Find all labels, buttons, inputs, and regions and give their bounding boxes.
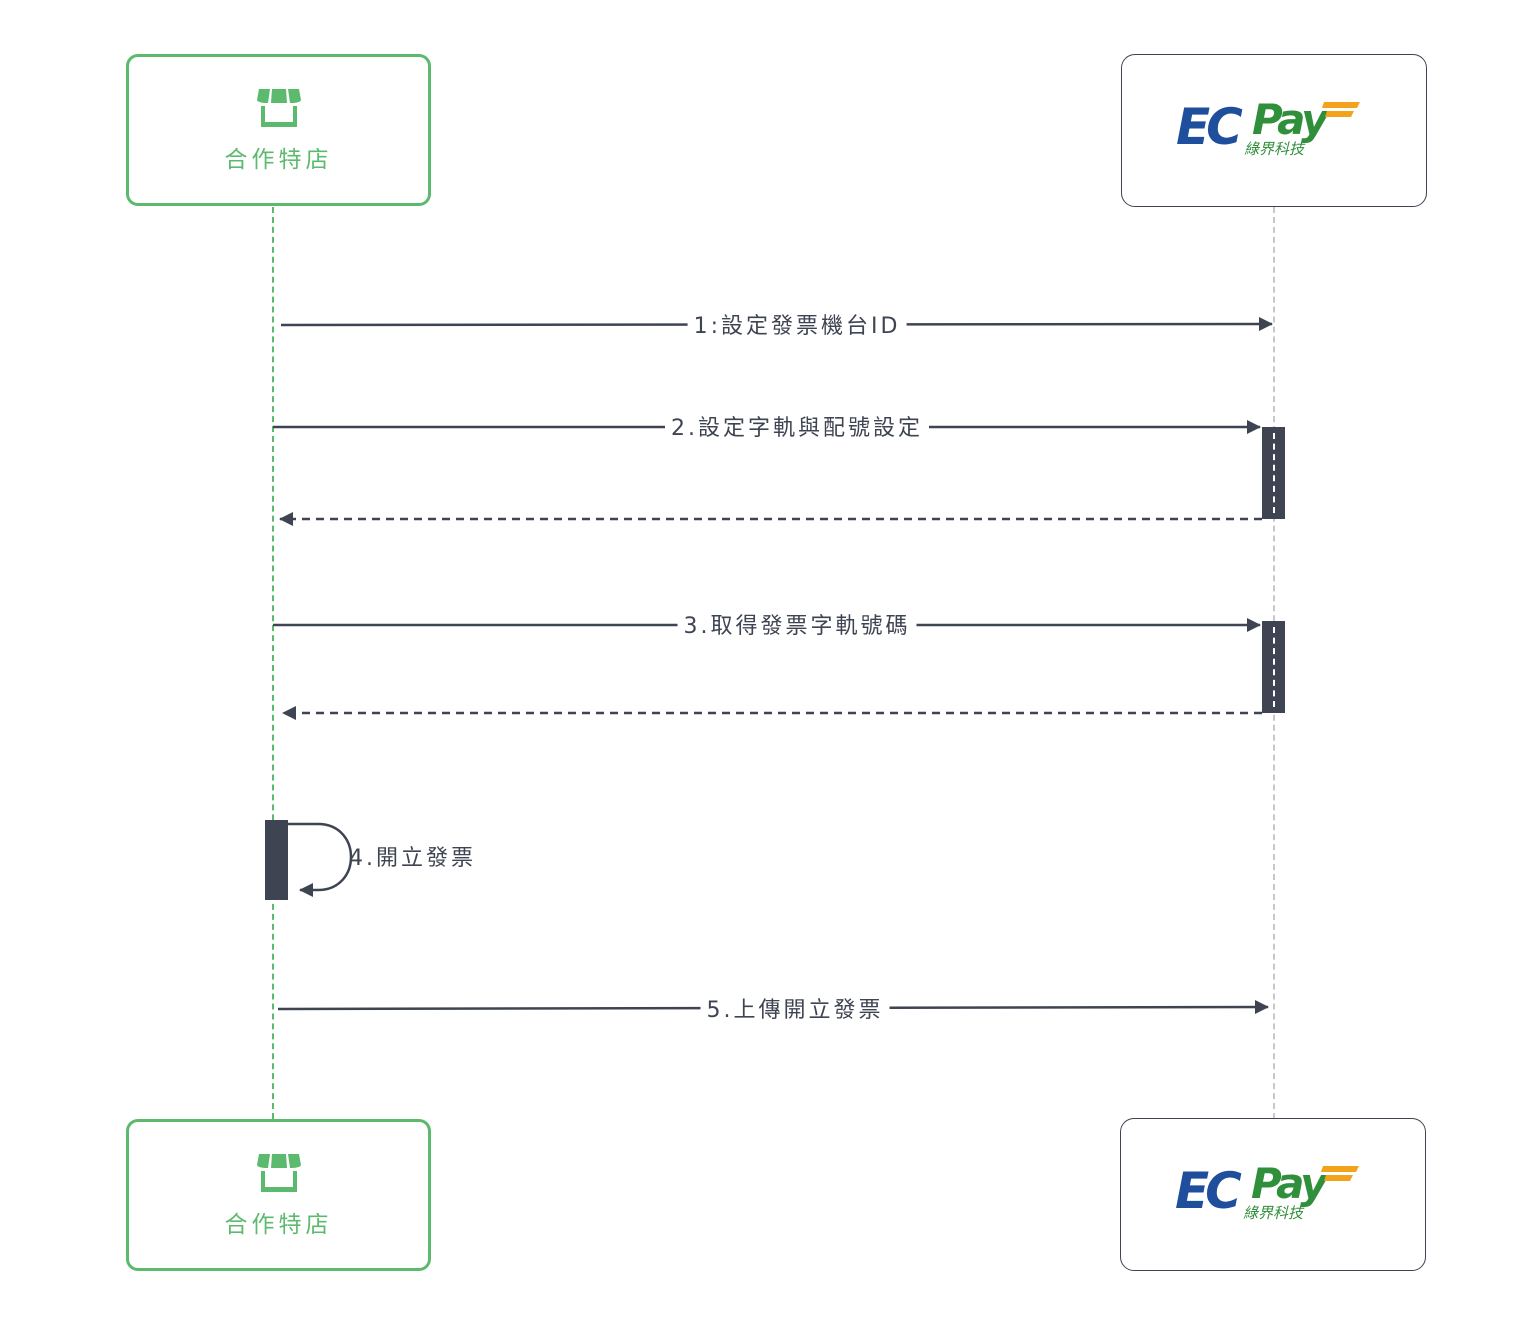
merchant-label: 合作特店 bbox=[224, 1212, 333, 1238]
shop-icon bbox=[256, 89, 301, 127]
message-3-label: 3.取得發票字軌號碼 bbox=[677, 612, 917, 642]
ecpay-logo-subtext: 綠界科技 bbox=[1244, 140, 1306, 158]
svg-text:Pay: Pay bbox=[1251, 1160, 1329, 1208]
ecpay-logo-subtext: 綠界科技 bbox=[1243, 1204, 1305, 1222]
ecpay-actor-bottom: EC Pay 綠界科技 bbox=[1120, 1118, 1426, 1271]
ecpay-logo: EC Pay 綠界科技 bbox=[1176, 96, 1360, 158]
ecpay-lifeline-overlay bbox=[1273, 627, 1275, 707]
merchant-actor-bottom: 合作特店 bbox=[126, 1119, 431, 1271]
merchant-actor-top: 合作特店 bbox=[126, 54, 431, 206]
merchant-lifeline bbox=[272, 207, 274, 1119]
shop-icon bbox=[256, 1154, 301, 1192]
svg-text:EC: EC bbox=[1176, 98, 1243, 156]
message-1-label: 1:設定發票機台ID bbox=[687, 312, 907, 342]
message-4-self-arrow bbox=[288, 822, 353, 897]
svg-text:Pay: Pay bbox=[1252, 96, 1330, 144]
ecpay-lifeline-overlay bbox=[1273, 433, 1275, 513]
merchant-activation-bar bbox=[265, 820, 288, 900]
message-5-label: 5.上傳開立發票 bbox=[700, 996, 890, 1026]
ecpay-actor-top: EC Pay 綠界科技 bbox=[1121, 54, 1427, 207]
merchant-label: 合作特店 bbox=[224, 147, 333, 173]
message-4-label: 4.開立發票 bbox=[349, 846, 476, 871]
ecpay-logo: EC Pay 綠界科技 bbox=[1175, 1160, 1359, 1222]
message-2-label: 2.設定字軌與配號設定 bbox=[665, 414, 929, 444]
svg-text:EC: EC bbox=[1175, 1162, 1242, 1220]
